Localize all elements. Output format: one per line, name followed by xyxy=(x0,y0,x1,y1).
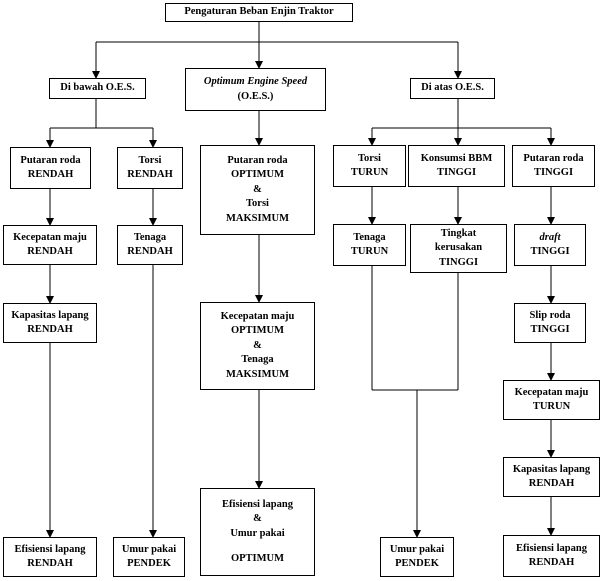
node-text-line: & xyxy=(253,339,262,351)
node-text-line: RENDAH xyxy=(27,169,74,180)
above-oes-node: Di atas O.E.S. xyxy=(410,78,495,99)
node-text-line: Slip roda xyxy=(529,309,571,321)
node-text-line: Putaran roda xyxy=(523,152,584,164)
node-text-line: Umur pakai xyxy=(389,543,445,555)
node-text-line: PENDEK xyxy=(395,558,439,569)
node-text-line: Tenaga xyxy=(353,231,386,243)
node-text-line: Tenaga xyxy=(241,354,274,366)
node-text-line: TINGGI xyxy=(436,167,477,178)
node-text-line: draft xyxy=(539,231,561,243)
node-text-line: Kapasitas lapang xyxy=(11,309,89,321)
node-text-line: MAKSIMUM xyxy=(226,368,289,380)
node-text-line: (O.E.S.) xyxy=(237,90,274,102)
node-text-line: Efisiensi lapang xyxy=(516,542,587,554)
node-text-line: OPTIMUM xyxy=(230,169,285,181)
node-text-line: Torsi xyxy=(246,198,269,210)
node-text-line: RENDAH xyxy=(127,246,173,257)
node-text-line: Kecepatan maju xyxy=(220,310,295,322)
node-text-line: Tenaga xyxy=(133,231,167,243)
node-text-line: Kecepatan maju xyxy=(514,386,589,398)
node-text-line: Torsi xyxy=(138,154,162,166)
node-text-line: PENDEK xyxy=(127,558,171,569)
node-text-line: Konsumsi BBM xyxy=(420,152,493,164)
node-text-line: Putaran roda xyxy=(227,154,288,166)
node-text-line: Torsi xyxy=(358,152,381,164)
above-konsumsi-bbm-node: Konsumsi BBM TINGGI xyxy=(408,145,505,187)
root-node: Pengaturan Beban Enjin Traktor xyxy=(165,3,353,22)
node-text-line: Kapasitas lapang xyxy=(512,463,591,475)
node-text-line: Umur pakai xyxy=(230,527,285,539)
node-text-line: TINGGI xyxy=(530,324,570,335)
node-text-line: RENDAH xyxy=(27,246,73,257)
node-text-line: RENDAH xyxy=(528,557,575,568)
node-text-line: RENDAH xyxy=(127,169,173,180)
node-text-line: Di atas O.E.S. xyxy=(421,82,484,94)
node-text-line: OPTIMUM xyxy=(230,325,285,337)
node-text-line: Efisiensi lapang xyxy=(222,498,293,510)
node-text-line: Umur pakai xyxy=(121,543,177,555)
node-text-line: TURUN xyxy=(532,401,571,412)
node-text-line: Efisiensi lapang xyxy=(14,543,86,555)
node-text-line: Optimum Engine Speed xyxy=(203,76,308,88)
node-text-line: RENDAH xyxy=(27,558,73,569)
node-text-line: RENDAH xyxy=(27,324,73,335)
node-text-line: Di bawah O.E.S. xyxy=(60,82,135,94)
node-text-line: kerusakan xyxy=(434,242,483,254)
node-text-line: TINGGI xyxy=(530,246,570,257)
node-text-line: RENDAH xyxy=(528,478,575,489)
below-oes-node: Di bawah O.E.S. xyxy=(49,78,146,99)
node-text-line: MAKSIMUM xyxy=(226,212,289,224)
node-text-line: OPTIMUM xyxy=(230,552,285,564)
node-text-line: Tingkat xyxy=(440,227,477,239)
node-text-line: TURUN xyxy=(350,246,389,257)
node-text-line: TURUN xyxy=(350,167,389,178)
node-text-line: & xyxy=(253,183,262,195)
node-text-line: TINGGI xyxy=(438,256,479,268)
node-text-line: Pengaturan Beban Enjin Traktor xyxy=(184,6,334,18)
node-text-line: TINGGI xyxy=(533,167,574,178)
node-text-line: & xyxy=(253,513,262,525)
node-text-line: Putaran roda xyxy=(20,154,81,166)
oes-node: Optimum Engine Speed (O.E.S.) xyxy=(185,68,326,111)
node-text-line: Kecepatan maju xyxy=(13,231,87,243)
